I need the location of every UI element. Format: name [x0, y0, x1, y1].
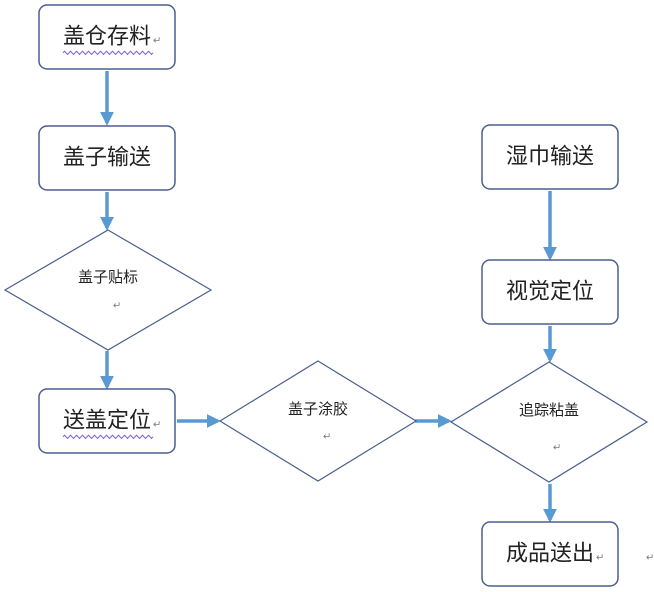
- connector-layer: [100, 71, 557, 523]
- node-tracking-lid-attach: 追踪粘盖: [449, 361, 649, 483]
- process-box: [481, 259, 619, 325]
- process-box: [481, 124, 619, 190]
- spellcheck-underline: [62, 50, 154, 56]
- node-label: 视觉定位: [506, 280, 594, 305]
- node-label: 成品送出: [506, 542, 594, 567]
- node-label: 盖子贴标: [78, 268, 138, 286]
- paragraph-mark: ↵: [646, 553, 654, 564]
- node-label: 盖子涂胶: [288, 400, 348, 418]
- paragraph-mark: ↵: [153, 420, 161, 431]
- paragraph-mark-layer: ↵ ↵ ↵ ↵ ↵ ↵ ↵: [62, 36, 654, 564]
- node-lid-labeling: 盖子贴标: [3, 229, 213, 351]
- paragraph-mark: ↵: [323, 432, 331, 443]
- process-box: [38, 125, 176, 191]
- node-wipe-conveying: 湿巾输送: [481, 124, 619, 190]
- paragraph-mark: ↵: [553, 443, 561, 454]
- node-label: 送盖定位: [63, 409, 151, 434]
- paragraph-mark: ↵: [153, 36, 161, 47]
- node-product-output: 成品送出: [481, 521, 619, 587]
- paragraph-mark: ↵: [596, 553, 604, 564]
- paragraph-mark: ↵: [113, 301, 121, 312]
- node-label: 盖子输送: [63, 146, 151, 171]
- node-vision-positioning: 视觉定位: [481, 259, 619, 325]
- decision-diamond: [218, 360, 418, 482]
- process-box: [481, 521, 619, 587]
- node-label: 湿巾输送: [506, 145, 594, 170]
- node-lid-gluing: 盖子涂胶: [218, 360, 418, 482]
- node-label: 盖仓存料: [63, 25, 151, 50]
- node-lid-conveying: 盖子输送: [38, 125, 176, 191]
- spellcheck-underline: [62, 434, 154, 440]
- decision-diamond: [3, 229, 213, 351]
- node-label: 追踪粘盖: [519, 401, 579, 419]
- decision-diamond: [449, 361, 649, 483]
